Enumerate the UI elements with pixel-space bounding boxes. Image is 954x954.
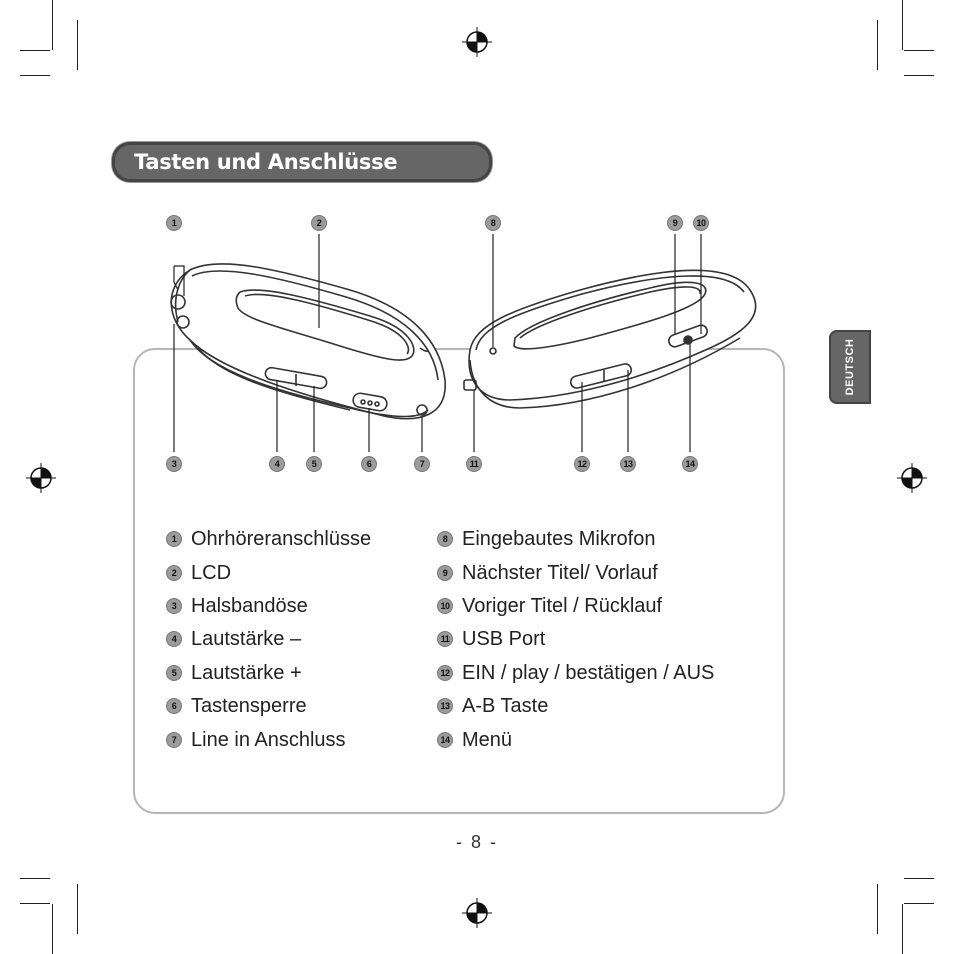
legend-item: 8 Eingebautes Mikrofon [438,527,655,551]
legend-item: 4 Lautstärke – [167,627,301,651]
legend-label: Menü [462,728,513,751]
legend-item: 13 A-B Taste [438,694,548,718]
callout-7: 7 [415,457,429,471]
registration-mark-icon [462,27,492,57]
callout-5: 5 [307,457,321,471]
registration-mark-icon [462,898,492,928]
callout-11: 11 [467,457,481,471]
crop-mark [902,904,903,954]
language-tab-label: DEUTSCH [844,338,856,396]
callout-13: 13 [621,457,635,471]
language-tab: DEUTSCH [829,330,871,404]
legend-badge: 6 [167,699,181,713]
legend-badge: 12 [438,666,452,680]
legend-label: Tastensperre [191,694,307,717]
legend-badge: 5 [167,666,181,680]
legend-label: A-B Taste [462,694,549,717]
crop-mark [52,904,53,954]
crop-mark [902,0,903,50]
crop-mark [77,884,78,934]
callout-1: 1 [167,216,181,230]
legend-label: EIN / play / bestätigen / AUS [462,661,715,684]
crop-mark [20,50,50,51]
crop-mark [20,75,50,76]
callout-14: 14 [683,457,697,471]
callout-3: 3 [167,457,181,471]
legend-label: Halsbandöse [191,594,308,617]
crop-mark [904,903,934,904]
legend-badge: 4 [167,632,181,646]
legend-item: 12 EIN / play / bestätigen / AUS [438,661,714,685]
callout-8: 8 [486,216,500,230]
legend-badge: 2 [167,566,181,580]
crop-mark [877,20,878,70]
crop-mark [877,884,878,934]
legend-badge: 8 [438,532,452,546]
callout-2: 2 [312,216,326,230]
legend-item: 1 Ohrhöreranschlüsse [167,527,371,551]
section-header: Tasten und Anschlüsse [112,142,492,182]
legend-badge: 11 [438,632,452,646]
legend-item: 5 Lautstärke + [167,661,302,685]
registration-mark-icon [897,463,927,493]
legend-label: Nächster Titel/ Vorlauf [462,561,658,584]
left-device-icon [170,263,446,420]
legend-label: Lautstärke + [191,661,302,684]
legend-badge: 7 [167,733,181,747]
crop-mark [904,50,934,51]
legend-item: 6 Tastensperre [167,694,307,718]
callout-4: 4 [270,457,284,471]
legend-badge: 9 [438,566,452,580]
legend-badge: 13 [438,699,452,713]
right-device-icon [463,269,757,409]
callout-9: 9 [668,216,682,230]
crop-mark [20,903,50,904]
legend-badge: 3 [167,599,181,613]
content-frame [133,348,785,814]
legend-item: 14 Menü [438,728,512,752]
crop-mark [904,878,934,879]
section-title: Tasten und Anschlüsse [134,150,398,174]
crop-mark [77,20,78,70]
registration-mark-icon [26,463,56,493]
legend-item: 7 Line in Anschluss [167,728,346,752]
crop-mark [904,75,934,76]
legend-label: Line in Anschluss [191,728,346,751]
legend-label: Eingebautes Mikrofon [462,527,656,550]
callout-12: 12 [575,457,589,471]
legend-item: 10 Voriger Titel / Rücklauf [438,594,662,618]
crop-mark [20,878,50,879]
legend-item: 11 USB Port [438,627,545,651]
legend-item: 9 Nächster Titel/ Vorlauf [438,561,658,585]
legend-label: Ohrhöreranschlüsse [191,527,372,550]
legend-label: USB Port [462,627,546,650]
legend-label: LCD [191,561,232,584]
legend-item: 3 Halsbandöse [167,594,308,618]
device-illustration [170,234,757,452]
legend-label: Voriger Titel / Rücklauf [462,594,663,617]
legend-badge: 14 [438,733,452,747]
legend-item: 2 LCD [167,561,231,585]
legend-badge: 1 [167,532,181,546]
legend-badge: 10 [438,599,452,613]
crop-mark [52,0,53,50]
legend-label: Lautstärke – [191,627,302,650]
page-number: - 8 - [455,832,498,852]
callout-10: 10 [694,216,708,230]
callout-6: 6 [362,457,376,471]
